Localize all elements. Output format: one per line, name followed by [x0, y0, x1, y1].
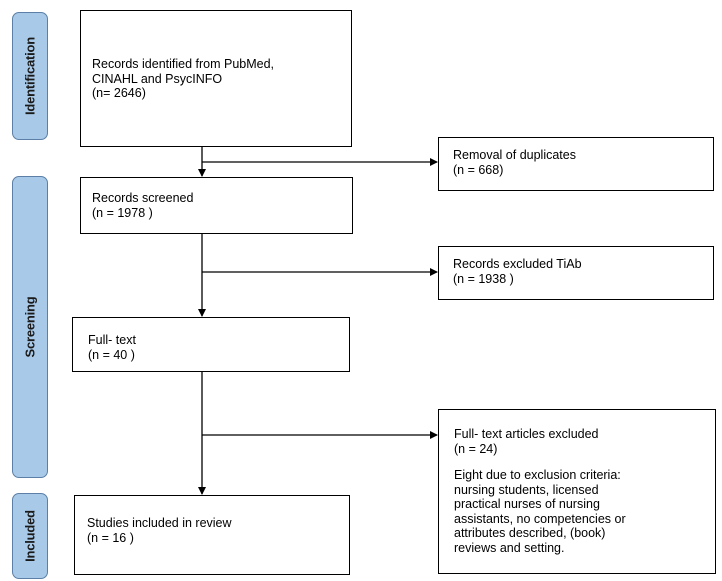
- box-records-identified: Records identified from PubMed, CINAHL a…: [80, 10, 352, 147]
- box-removal-duplicates: Removal of duplicates (n = 668): [438, 137, 714, 191]
- removal-duplicates-label: Removal of duplicates: [453, 148, 576, 162]
- full-text-excluded-label: Full- text articles excluded: [454, 427, 599, 441]
- records-identified-line1: Records identified from PubMed,: [92, 57, 275, 71]
- records-excluded-tiab-count: (n = 1938 ): [453, 271, 514, 286]
- box-studies-included: Studies included in review (n = 16 ): [74, 495, 350, 575]
- box-records-screened: Records screened (n = 1978 ): [80, 177, 353, 234]
- full-text-label: Full- text: [88, 333, 136, 347]
- records-screened-count: (n = 1978 ): [92, 205, 153, 220]
- exclusion-note-line3: practical nurses of nursing: [454, 497, 600, 511]
- exclusion-note-line1: Eight due to exclusion criteria:: [454, 468, 621, 482]
- studies-included-count: (n = 16 ): [87, 530, 134, 545]
- full-text-excluded-count: (n = 24): [454, 441, 498, 456]
- box-records-excluded-tiab: Records excluded TiAb (n = 1938 ): [438, 246, 714, 300]
- records-identified-line2: CINAHL and PsycINFO: [92, 71, 223, 86]
- phase-included: Included: [12, 493, 48, 579]
- exclusion-note-line2: nursing students, licensed: [454, 482, 599, 497]
- box-full-text: Full- text (n = 40 ): [72, 317, 350, 372]
- spacer: [454, 456, 715, 468]
- box-full-text-excluded: Full- text articles excluded (n = 24) Ei…: [438, 409, 716, 574]
- phase-identification: Identification: [12, 12, 48, 140]
- studies-included-label: Studies included in review: [87, 516, 232, 530]
- exclusion-note-line5: attributes described, (book): [454, 526, 606, 540]
- exclusion-note-line6: reviews and setting.: [454, 540, 565, 555]
- full-text-count: (n = 40 ): [88, 347, 135, 362]
- records-screened-label: Records screened: [92, 191, 194, 205]
- removal-duplicates-count: (n = 668): [453, 162, 504, 177]
- records-identified-count: (n= 2646): [92, 86, 146, 100]
- records-excluded-tiab-label: Records excluded TiAb: [453, 257, 582, 271]
- phase-screening: Screening: [12, 176, 48, 478]
- exclusion-note-line4: assistants, no competencies or: [454, 511, 626, 526]
